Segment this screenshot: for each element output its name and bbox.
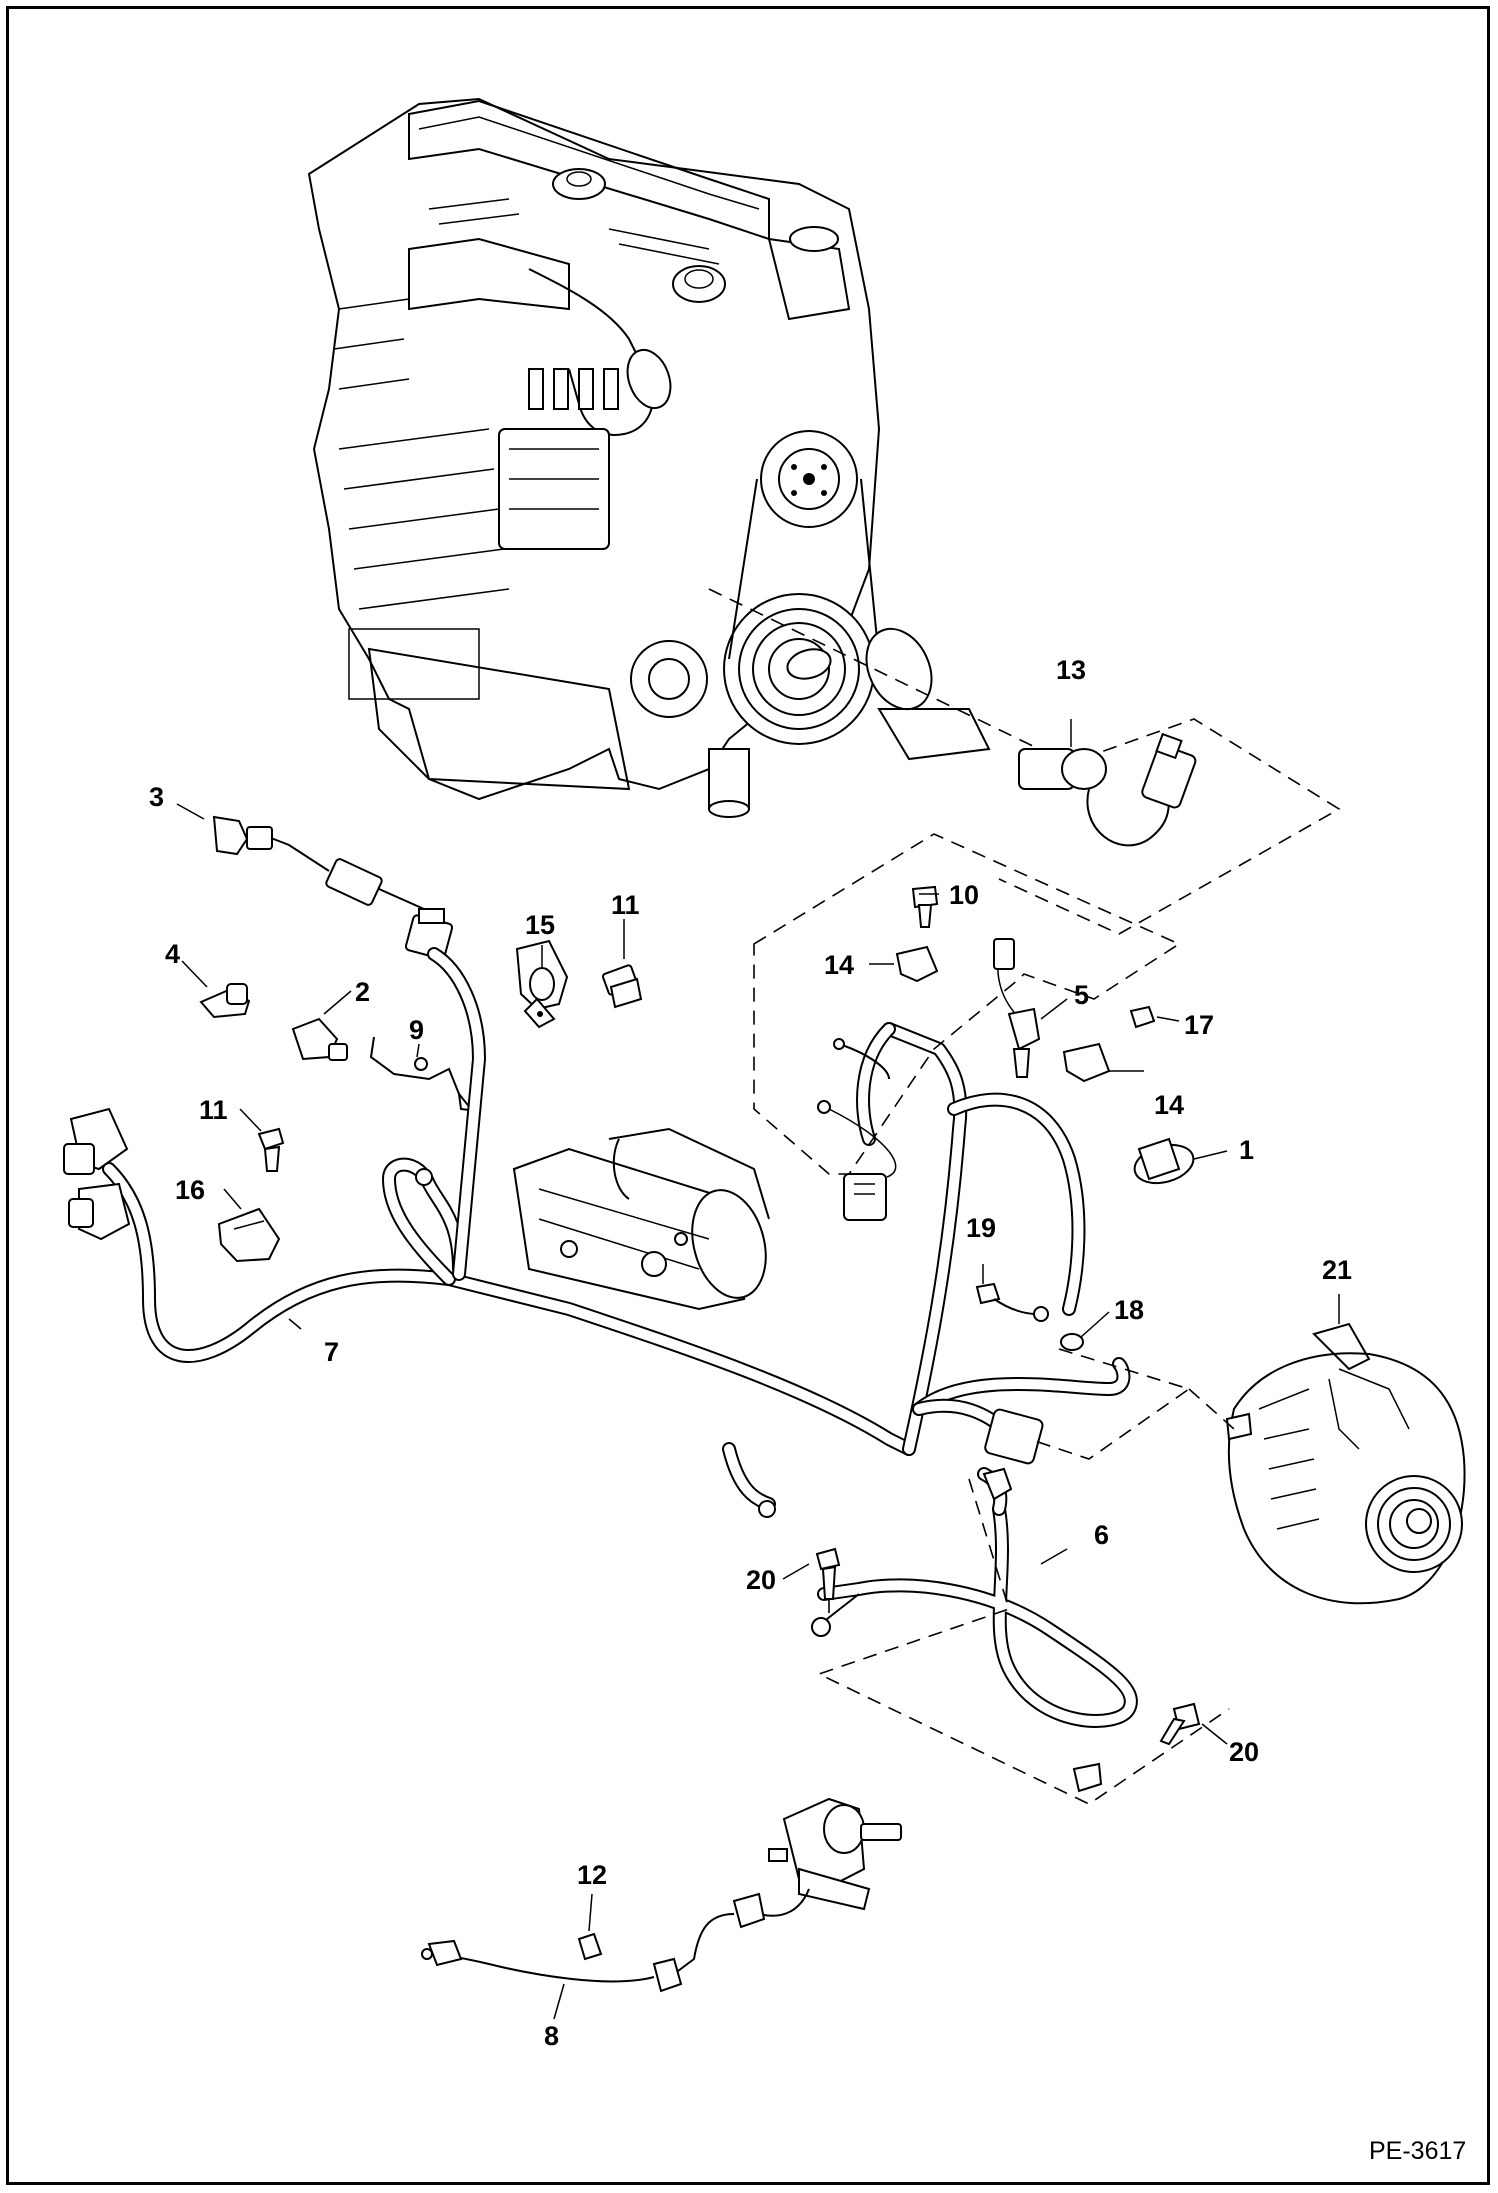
temperature-sender-lead	[212, 815, 454, 960]
bolts-item-20	[815, 1547, 1201, 1746]
callout-15: 15	[525, 910, 555, 940]
callout-12: 12	[577, 1860, 607, 1890]
callout-17: 17	[1184, 1010, 1214, 1040]
callout-9: 9	[409, 1015, 424, 1045]
callout-21: 21	[1322, 1255, 1352, 1285]
callout-4: 4	[165, 939, 180, 969]
fuel-shutoff-solenoid-assembly	[421, 1797, 902, 1993]
clamp-and-bolt-lower	[217, 1127, 285, 1263]
callout-14-upper: 14	[824, 950, 854, 980]
clamp-nut-grommet-right	[1062, 1005, 1195, 1185]
callout-19: 19	[966, 1213, 996, 1243]
starter-motor	[512, 1127, 770, 1311]
callout-11-upper: 11	[611, 890, 640, 920]
clamp-and-bolt-upper	[515, 939, 643, 1029]
callout-labels: 1 2 3 4 5 6 7 8 9 10 11 11 12 13 14 14 1…	[149, 655, 1352, 2051]
callout-10: 10	[949, 880, 979, 910]
callout-1: 1	[1239, 1135, 1254, 1165]
callout-20-right: 20	[1229, 1737, 1259, 1767]
exploded-view-drawing: 1 2 3 4 5 6 7 8 9 10 11 11 12 13 14 14 1…	[63, 97, 1466, 2165]
callout-6: 6	[1094, 1520, 1109, 1550]
callout-5: 5	[1074, 980, 1089, 1010]
callout-11-lower: 11	[199, 1095, 228, 1125]
callout-2: 2	[355, 977, 370, 1007]
callout-8: 8	[544, 2021, 559, 2051]
oil-pressure-switch-assembly	[199, 983, 480, 1120]
callout-leaders	[176, 719, 1340, 2020]
callout-13: 13	[1056, 655, 1086, 685]
oil-pressure-sender	[708, 588, 1341, 935]
callout-7: 7	[324, 1337, 339, 1367]
engine-harness	[63, 947, 1131, 1518]
alternator	[1028, 1322, 1466, 1605]
diagram-sheet: 1 2 3 4 5 6 7 8 9 10 11 11 12 13 14 14 1…	[6, 6, 1490, 2185]
upper-right-detail-box	[753, 833, 1181, 1175]
ground-lead-terminals	[975, 1282, 1084, 1351]
callout-16: 16	[175, 1175, 205, 1205]
ground-cable	[811, 1467, 1230, 1805]
callout-3: 3	[149, 782, 164, 812]
callout-18: 18	[1114, 1295, 1144, 1325]
callout-14-lower: 14	[1154, 1090, 1184, 1120]
figure-code: PE-3617	[1369, 2137, 1466, 2165]
engine-illustration	[307, 97, 991, 818]
callout-20-left: 20	[746, 1565, 776, 1595]
